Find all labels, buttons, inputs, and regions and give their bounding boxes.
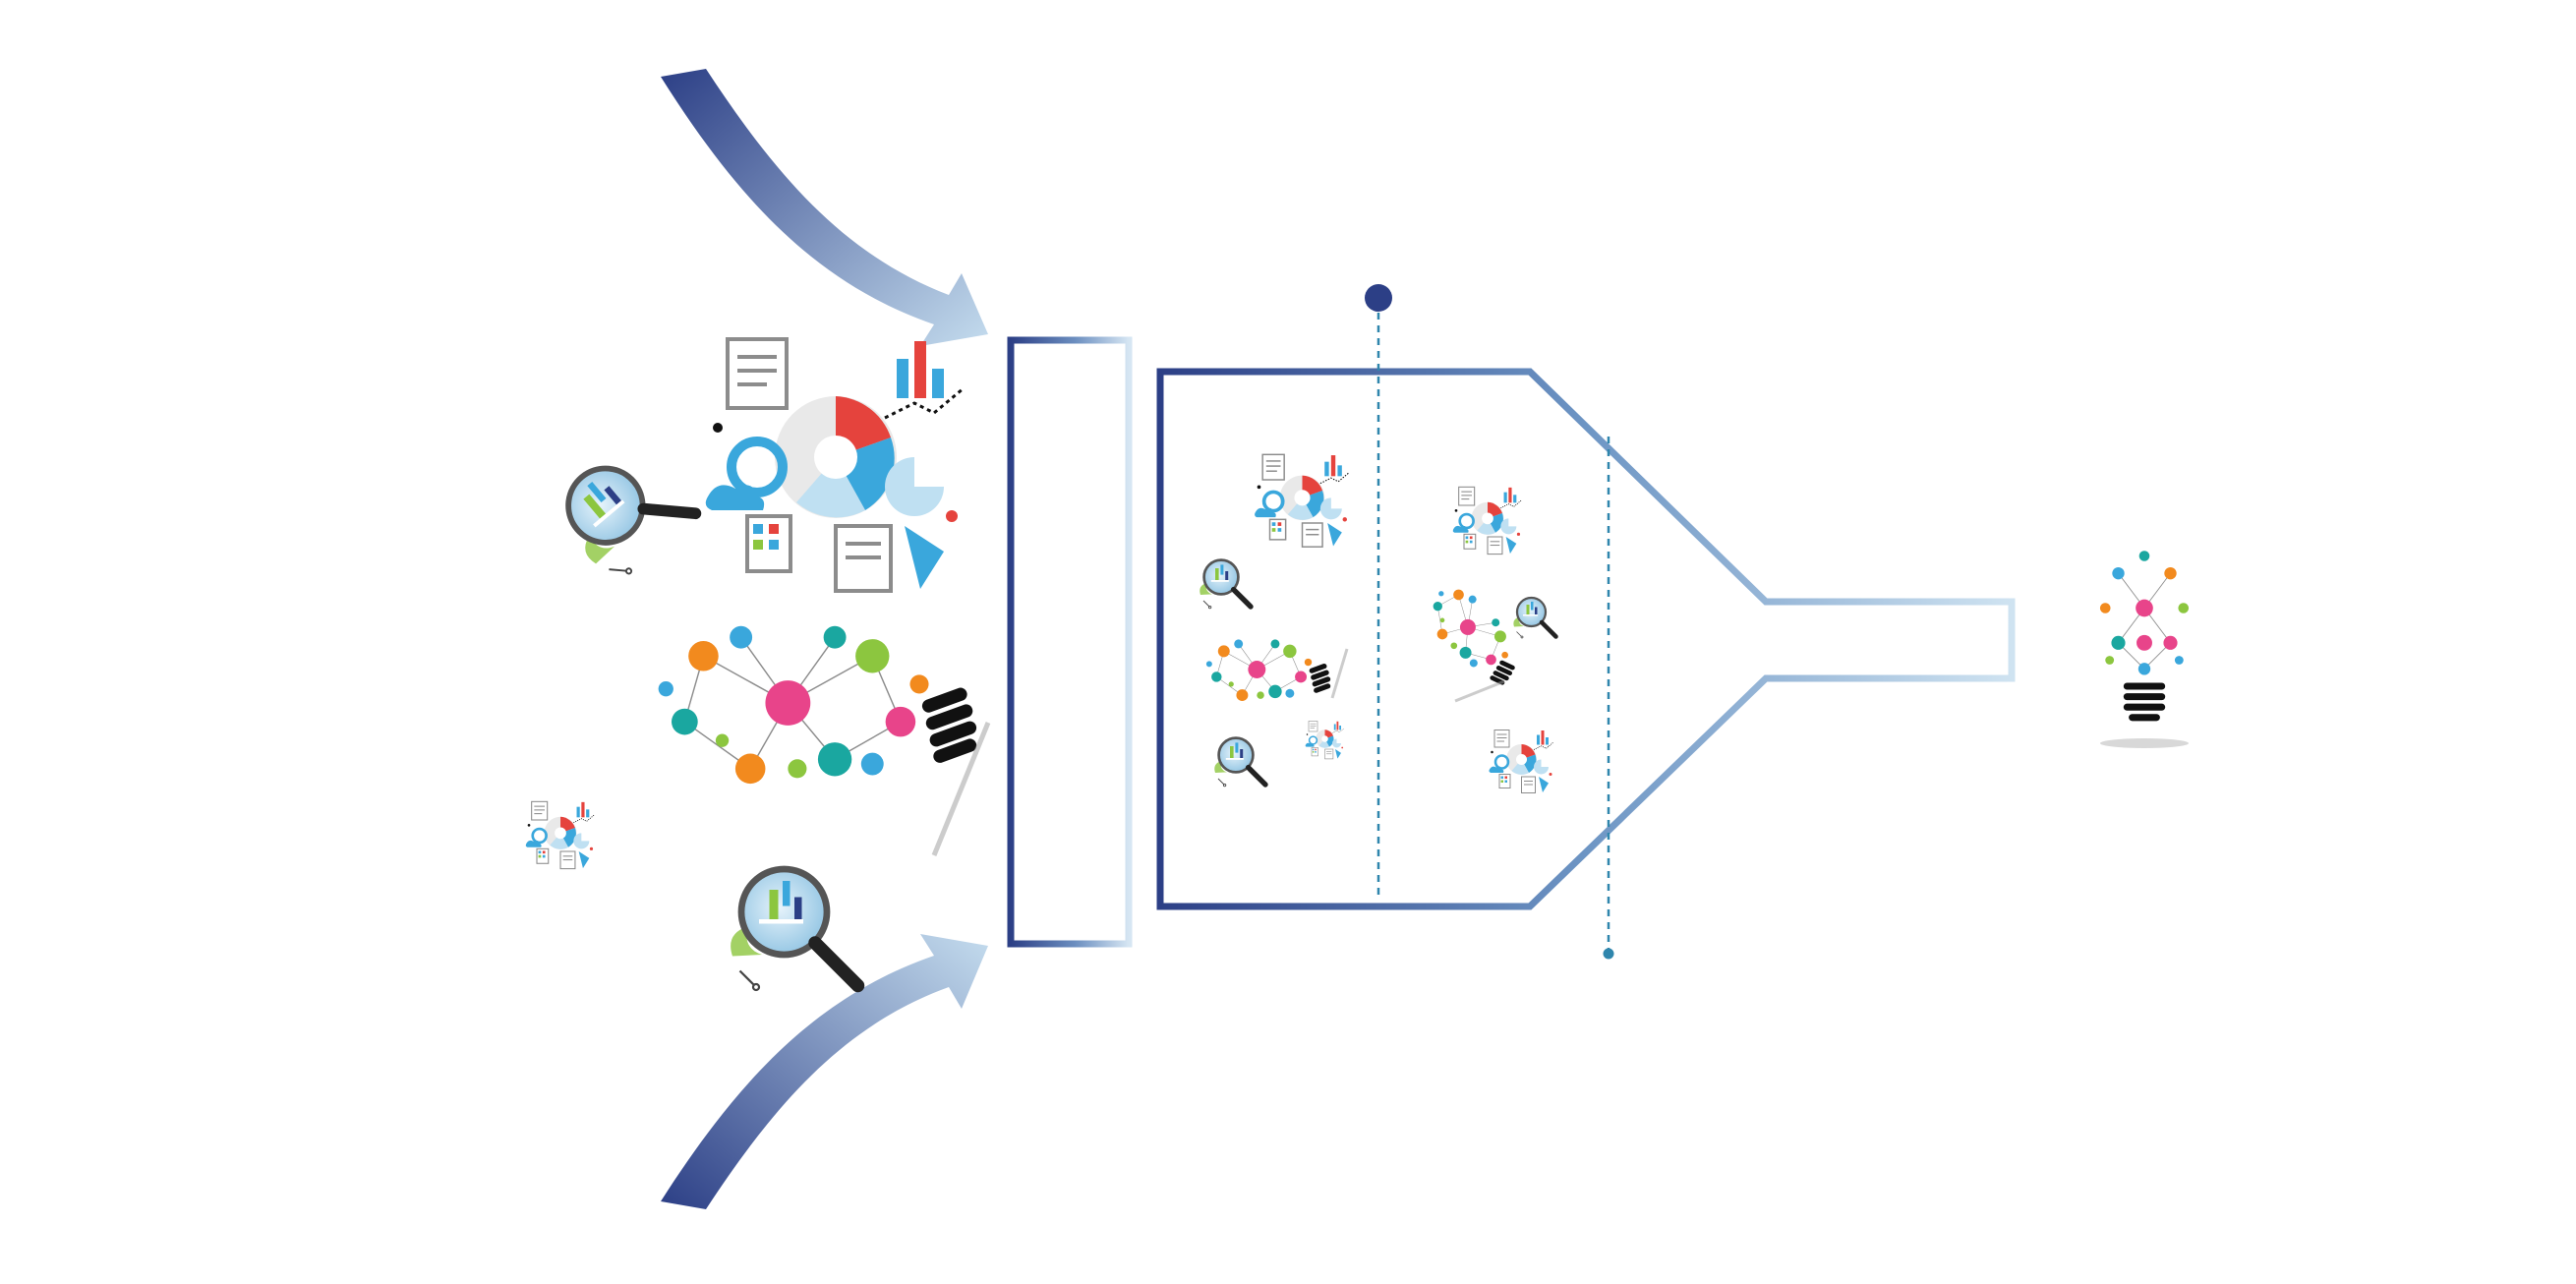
magnifier-icon: [1513, 598, 1555, 638]
processing-funnel: [1156, 368, 2016, 910]
network-lightbulb-icon: [1415, 575, 1535, 695]
magnifier-icon: [1200, 560, 1251, 609]
infographic-cloud-icon: [1255, 454, 1349, 547]
infographic-cloud-icon: [1450, 485, 1524, 556]
lightbulb-icon: [2099, 550, 2190, 722]
timeline-dot-icon: [1603, 948, 1614, 960]
curved-arrow-bottom: [661, 934, 988, 1209]
curved-arrow-top: [661, 69, 988, 346]
magnifier-icon: [547, 437, 698, 588]
input-collection: [523, 339, 991, 990]
timeline-marker-1: [1365, 284, 1392, 897]
infographic-cloud-icon: [706, 339, 964, 591]
network-lightbulb-icon: [657, 624, 979, 785]
curved-arrow-icon: [661, 934, 988, 1209]
output-idea: [2099, 550, 2190, 748]
infographic-cloud-icon: [1304, 720, 1345, 760]
filter-frame: [1007, 336, 1133, 948]
magnifier-icon: [1214, 738, 1265, 787]
funnel-contents: [1200, 454, 1555, 794]
curved-arrow-icon: [661, 69, 988, 346]
infographic-cloud-icon: [523, 799, 597, 871]
timeline-marker-2: [1603, 437, 1614, 960]
network-lightbulb-icon: [1205, 639, 1332, 702]
timeline-dot-icon: [1365, 284, 1392, 312]
infographic-cloud-icon: [1487, 729, 1555, 794]
magnifier-icon: [731, 869, 857, 990]
